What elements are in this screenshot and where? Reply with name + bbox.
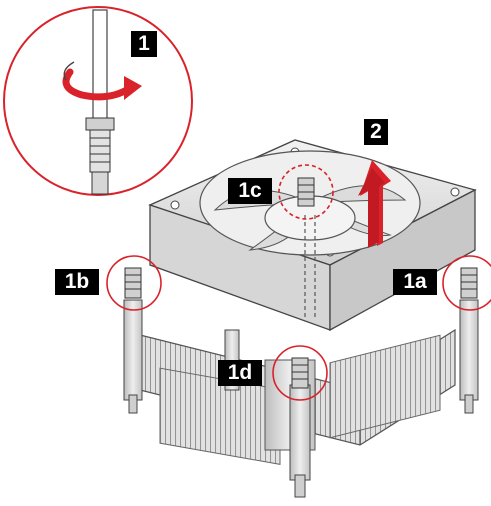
- screw-1a: [460, 267, 478, 299]
- callout-circle-1c: [278, 164, 334, 220]
- screw-1c: [297, 177, 315, 207]
- step-label-1c: 1c: [228, 178, 272, 204]
- callout-circle-1b: [106, 255, 162, 311]
- detail-zoom-circle: [3, 6, 193, 196]
- callout-circle-1d: [272, 345, 328, 401]
- callout-circle-1a: [442, 255, 491, 311]
- step-label-1d: 1d: [218, 360, 262, 386]
- screwdriver-icon: [92, 9, 108, 121]
- step-label-1b: 1b: [55, 269, 99, 295]
- screw-1d: [291, 357, 309, 389]
- step-label-2: 2: [364, 119, 388, 145]
- screw-1b: [124, 267, 142, 299]
- fan-frame: [148, 139, 477, 332]
- step-label-1: 1: [131, 31, 157, 57]
- step-label-1a: 1a: [393, 269, 437, 295]
- counterclockwise-rotation-arrow-icon: [62, 68, 134, 101]
- upward-arrow-icon: [358, 160, 391, 248]
